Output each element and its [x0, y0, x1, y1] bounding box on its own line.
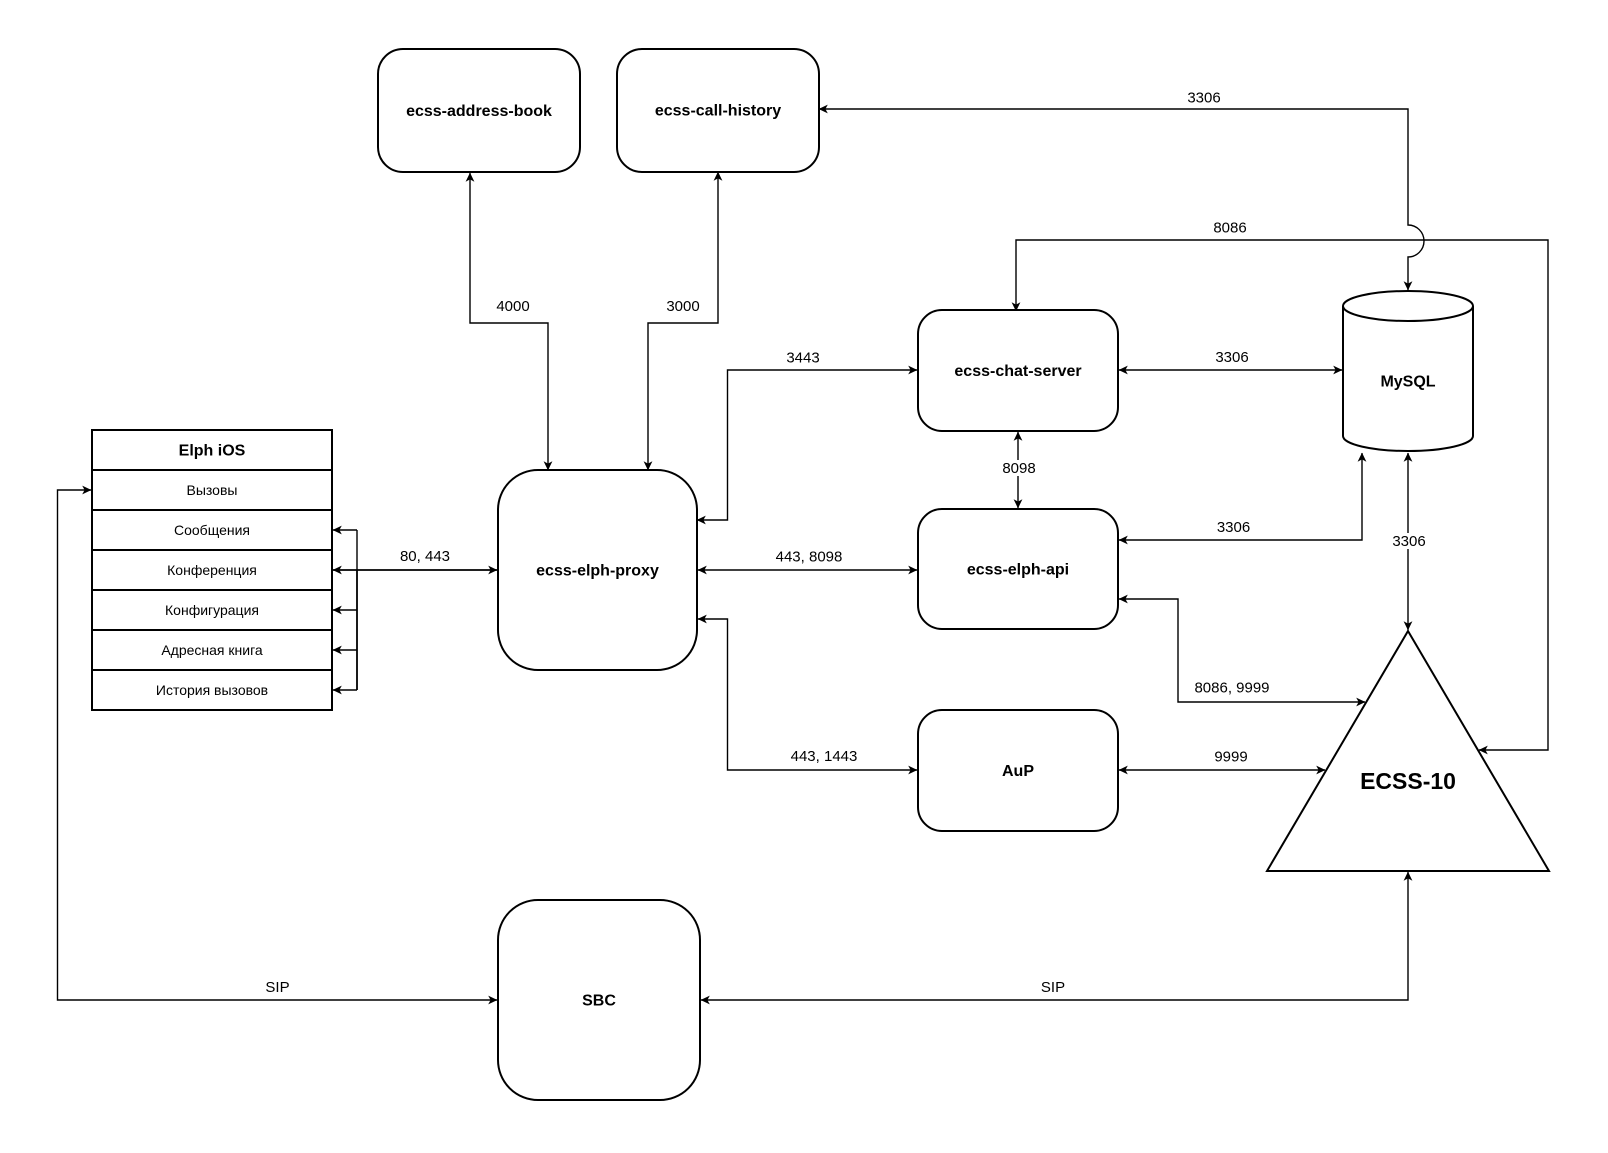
svg-text:8086, 9999: 8086, 9999 [1194, 680, 1269, 697]
svg-text:ECSS-10: ECSS-10 [1360, 768, 1456, 794]
svg-text:AuP: AuP [1002, 763, 1034, 780]
svg-text:ecss-address-book: ecss-address-book [406, 103, 552, 120]
svg-text:3306: 3306 [1217, 519, 1250, 536]
svg-text:3306: 3306 [1215, 349, 1248, 366]
svg-text:Elph iOS: Elph iOS [179, 443, 246, 460]
svg-text:Конференция: Конференция [167, 562, 257, 578]
svg-text:443, 1443: 443, 1443 [791, 748, 858, 765]
svg-text:Вызовы: Вызовы [187, 482, 238, 498]
svg-text:SBC: SBC [582, 993, 616, 1010]
svg-text:Сообщения: Сообщения [174, 522, 250, 538]
svg-text:3306: 3306 [1392, 533, 1425, 550]
svg-text:8086: 8086 [1213, 220, 1246, 237]
svg-text:ecss-elph-proxy: ecss-elph-proxy [536, 563, 659, 580]
svg-text:Адресная книга: Адресная книга [161, 642, 263, 658]
svg-text:3000: 3000 [666, 298, 699, 315]
svg-text:3306: 3306 [1187, 90, 1220, 107]
svg-text:Конфигурация: Конфигурация [165, 602, 259, 618]
svg-text:ecss-chat-server: ecss-chat-server [954, 363, 1081, 380]
svg-text:SIP: SIP [265, 979, 289, 996]
svg-text:80, 443: 80, 443 [400, 548, 450, 565]
svg-text:ecss-call-history: ecss-call-history [655, 103, 781, 120]
svg-text:MySQL: MySQL [1380, 374, 1435, 391]
svg-text:443, 8098: 443, 8098 [776, 549, 843, 566]
svg-text:SIP: SIP [1041, 979, 1065, 996]
svg-text:8098: 8098 [1002, 460, 1035, 477]
svg-text:3443: 3443 [786, 350, 819, 367]
svg-text:История вызовов: История вызовов [156, 682, 268, 698]
svg-text:9999: 9999 [1214, 749, 1247, 766]
svg-text:ecss-elph-api: ecss-elph-api [967, 562, 1069, 579]
svg-text:4000: 4000 [496, 298, 529, 315]
